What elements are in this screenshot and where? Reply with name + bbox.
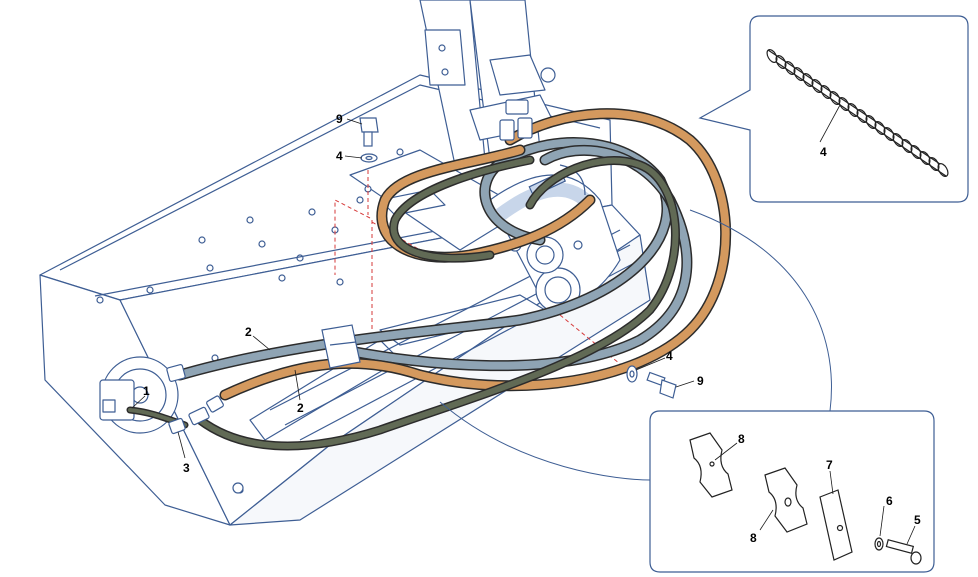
- bolt-icon: [885, 539, 922, 565]
- callout-1: 1: [143, 384, 150, 398]
- callout-7: 7: [826, 458, 833, 472]
- clamp-half-lower-icon: [764, 467, 808, 533]
- callout-8-bottom: 8: [750, 531, 757, 545]
- callout-9-top: 9: [336, 112, 343, 126]
- inset-clamp-assembly: [439, 209, 935, 573]
- hydraulic-hoses: [126, 108, 732, 451]
- callout-2-lower: 2: [297, 401, 304, 415]
- callout-8-top: 8: [738, 432, 745, 446]
- callout-2-left: 2: [245, 325, 252, 339]
- callout-5: 5: [914, 513, 921, 527]
- callout-4-top: 4: [336, 149, 343, 163]
- bolt-washer-top: [359, 117, 379, 163]
- spiral-guard-icon: [766, 49, 949, 177]
- callout-4-right: 4: [666, 349, 673, 363]
- callout-4-inset: 4: [820, 145, 827, 159]
- callout-6: 6: [886, 494, 893, 508]
- inset-hose-guard: [698, 15, 969, 203]
- hose-fittings: [166, 99, 533, 435]
- callout-labels: 9 4 4 2 2 1 3 4 9 8 7 8 6 5: [143, 112, 921, 545]
- leader-lines: [131, 104, 916, 545]
- clamp-plate-icon: [819, 489, 853, 561]
- callout-9-right: 9: [697, 374, 704, 388]
- callout-3: 3: [183, 461, 190, 475]
- hose-clamp: [321, 324, 361, 369]
- washer-icon: [874, 537, 884, 551]
- bolt-washer-right: [626, 365, 677, 399]
